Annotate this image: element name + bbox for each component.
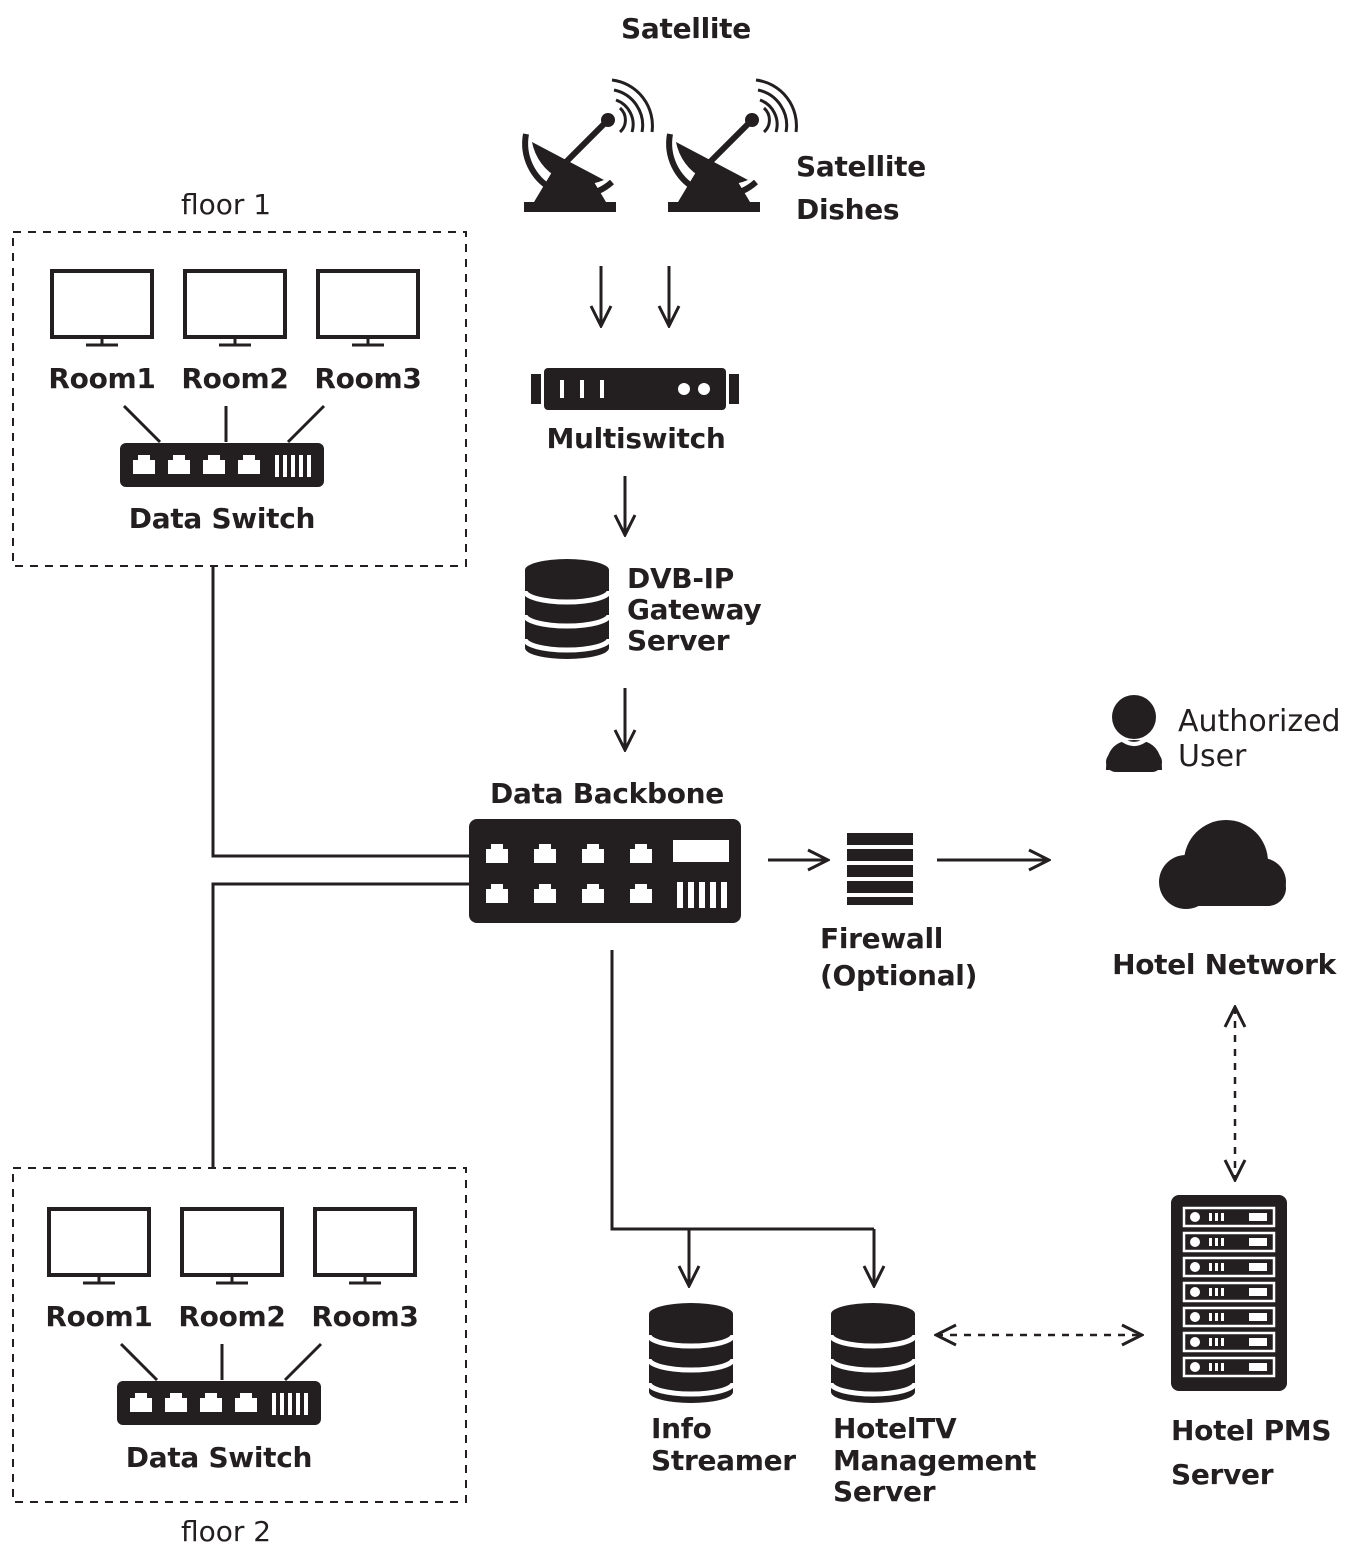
floor2-backbone-cable xyxy=(211,882,469,1168)
monitor-icon xyxy=(50,269,154,347)
network-switch-icon xyxy=(117,1381,321,1425)
monitor-icon xyxy=(183,269,287,347)
floor1-box xyxy=(12,231,467,567)
floor2-title: floor 2 xyxy=(181,1515,271,1548)
floor1-room1-label: Room1 xyxy=(48,362,155,395)
floor2-room3-label: Room3 xyxy=(311,1300,418,1333)
floor1-room3-cable xyxy=(286,404,326,444)
database-icon xyxy=(649,1303,733,1403)
floor2-room1-cable xyxy=(119,1342,159,1382)
floor2-box xyxy=(12,1167,467,1503)
multiswitch-label: Multiswitch xyxy=(546,422,725,455)
floor2-room3-cable xyxy=(283,1342,323,1382)
floor1-room1-cable xyxy=(122,404,162,444)
network-switch-icon xyxy=(469,819,741,923)
satellite-label: Satellite xyxy=(621,12,751,45)
floor2-switch-label: Data Switch xyxy=(126,1441,312,1474)
database-icon xyxy=(525,559,609,659)
multiswitch-icon xyxy=(531,368,739,410)
management-server-label: HotelTV Management Server xyxy=(833,1412,1046,1508)
floor2-room1-label: Room1 xyxy=(45,1300,152,1333)
floor2-room2-label: Room2 xyxy=(178,1300,285,1333)
firewall-icon xyxy=(847,833,913,905)
monitor-icon xyxy=(316,269,420,347)
pms-server-label: Hotel PMS Server xyxy=(1171,1414,1341,1491)
user-icon xyxy=(1106,695,1162,772)
network-switch-icon xyxy=(120,443,324,487)
cloud-icon xyxy=(1159,820,1286,909)
satellite-dishes-label: Satellite Dishes xyxy=(796,150,935,226)
backbone-down-line xyxy=(610,950,874,1231)
hotel-network-label: Hotel Network xyxy=(1112,948,1338,981)
server-rack-icon xyxy=(1171,1195,1287,1391)
floor1-room3-label: Room3 xyxy=(314,362,421,395)
database-icon xyxy=(831,1303,915,1403)
gateway-label: DVB-IP Gateway Server xyxy=(627,562,771,657)
satellite-dish-icon xyxy=(524,80,652,212)
floor1-title: floor 1 xyxy=(181,188,271,221)
satellite-dish-icon xyxy=(668,80,796,212)
monitor-icon xyxy=(47,1207,151,1285)
monitor-icon xyxy=(313,1207,417,1285)
firewall-label: Firewall (Optional) xyxy=(820,922,977,992)
floor1-switch-label: Data Switch xyxy=(129,502,315,535)
authorized-user-label: Authorized User xyxy=(1178,704,1350,774)
floor1-room2-label: Room2 xyxy=(181,362,288,395)
monitor-icon xyxy=(180,1207,284,1285)
info-streamer-label: Info Streamer xyxy=(651,1412,796,1477)
backbone-label: Data Backbone xyxy=(490,777,724,810)
floor1-backbone-cable xyxy=(211,566,469,858)
